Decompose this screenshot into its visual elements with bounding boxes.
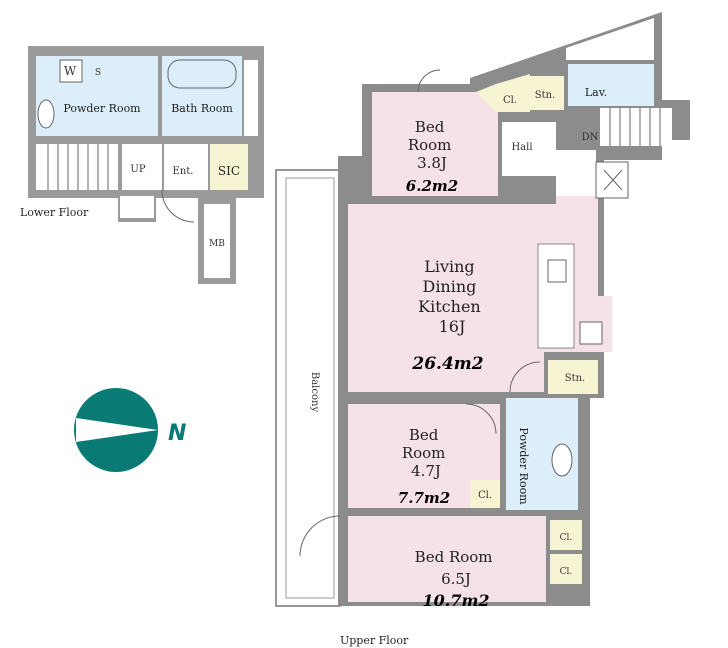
lower-shaft [244,60,258,136]
lower-bath-label: Bath Room [171,102,233,115]
refrigerator-x2 [603,169,623,191]
upper-floor: Balcony [275,12,690,647]
bedroom-2-door-swing [465,403,497,435]
lavatory [568,64,654,106]
sink-icon [547,259,567,283]
bedroom-2-name: Bed Room 4.7J [402,426,450,480]
lower-mb [204,204,230,278]
bedroom-1-area: 6.2m2 [406,177,458,195]
lower-entrance [164,144,208,190]
bedroom-2-area: 7.7m2 [398,489,450,507]
lower-floor-caption: Lower Floor [20,206,89,219]
cl-b-label: Cl. [560,567,573,577]
ldk-door-swing [509,361,541,393]
lower-powder-label: Powder Room [63,102,141,115]
bedroom-1-door-swing [417,69,441,93]
lower-door-pocket [120,196,154,218]
upper-triangle-void [566,18,654,60]
lower-floor: W S Powder Room Bath Room UP Ent. SIC MB… [20,46,264,284]
lav-label: Lav. [585,86,607,99]
cl-top-label: Cl. [503,95,517,106]
up-label: UP [130,164,145,175]
hall-label: Hall [511,142,532,153]
washer-icon [59,59,83,83]
refrigerator-box [595,161,629,199]
upper-entry [556,150,596,196]
bedroom-3 [348,516,546,602]
sic-label: SIC [218,164,240,178]
lower-stair-treads [47,144,109,190]
closet-b [550,554,582,584]
lower-sic [210,144,248,190]
closet-top [476,74,530,112]
bedroom-1-name: Bed Room 3.8J [408,118,456,172]
bedroom-3-name: Bed Room 6.5J [415,548,498,588]
upper-powder-label: Powder Room [517,427,530,505]
stove-icon [579,321,603,345]
storage-top [526,76,564,110]
closet-mid [470,480,500,508]
bedroom-3-area: 10.7m2 [422,591,489,610]
balcony-label: Balcony [309,372,320,413]
ldk-name: Living Dining Kitchen 16J [418,257,486,336]
bedroom-1 [372,92,498,196]
compass-arrow-icon [76,418,158,442]
entrance-label: Ent. [173,166,194,177]
bathtub-icon [167,59,237,89]
ldk-area: 26.4m2 [411,354,483,374]
lower-toilet-icon [37,99,55,129]
lower-powder-room [36,56,158,136]
upper-stair [600,108,672,146]
upper-toilet-icon [551,443,573,477]
lower-door-swing [161,189,195,223]
bedroom-3-balcony-door [299,515,341,557]
cl-mid-label: Cl. [478,490,492,501]
upper-floor-caption: Upper Floor [340,634,409,647]
hall [502,122,556,176]
dn-label: DN [582,132,599,143]
w-label: W [64,64,77,78]
north-compass: N [74,388,186,472]
closet-a [550,520,582,550]
north-label: N [168,421,186,446]
upper-stair-treads [609,108,661,146]
balcony-inner [285,177,335,599]
lower-up-area [122,144,162,190]
s-label: S [95,68,101,78]
stn-ldk-label: Stn. [565,373,586,384]
cl-a-label: Cl. [560,533,573,543]
storage-ldk [548,360,598,394]
mb-label: MB [209,239,225,249]
lower-stair [36,144,118,190]
stn-top-label: Stn. [535,90,556,101]
